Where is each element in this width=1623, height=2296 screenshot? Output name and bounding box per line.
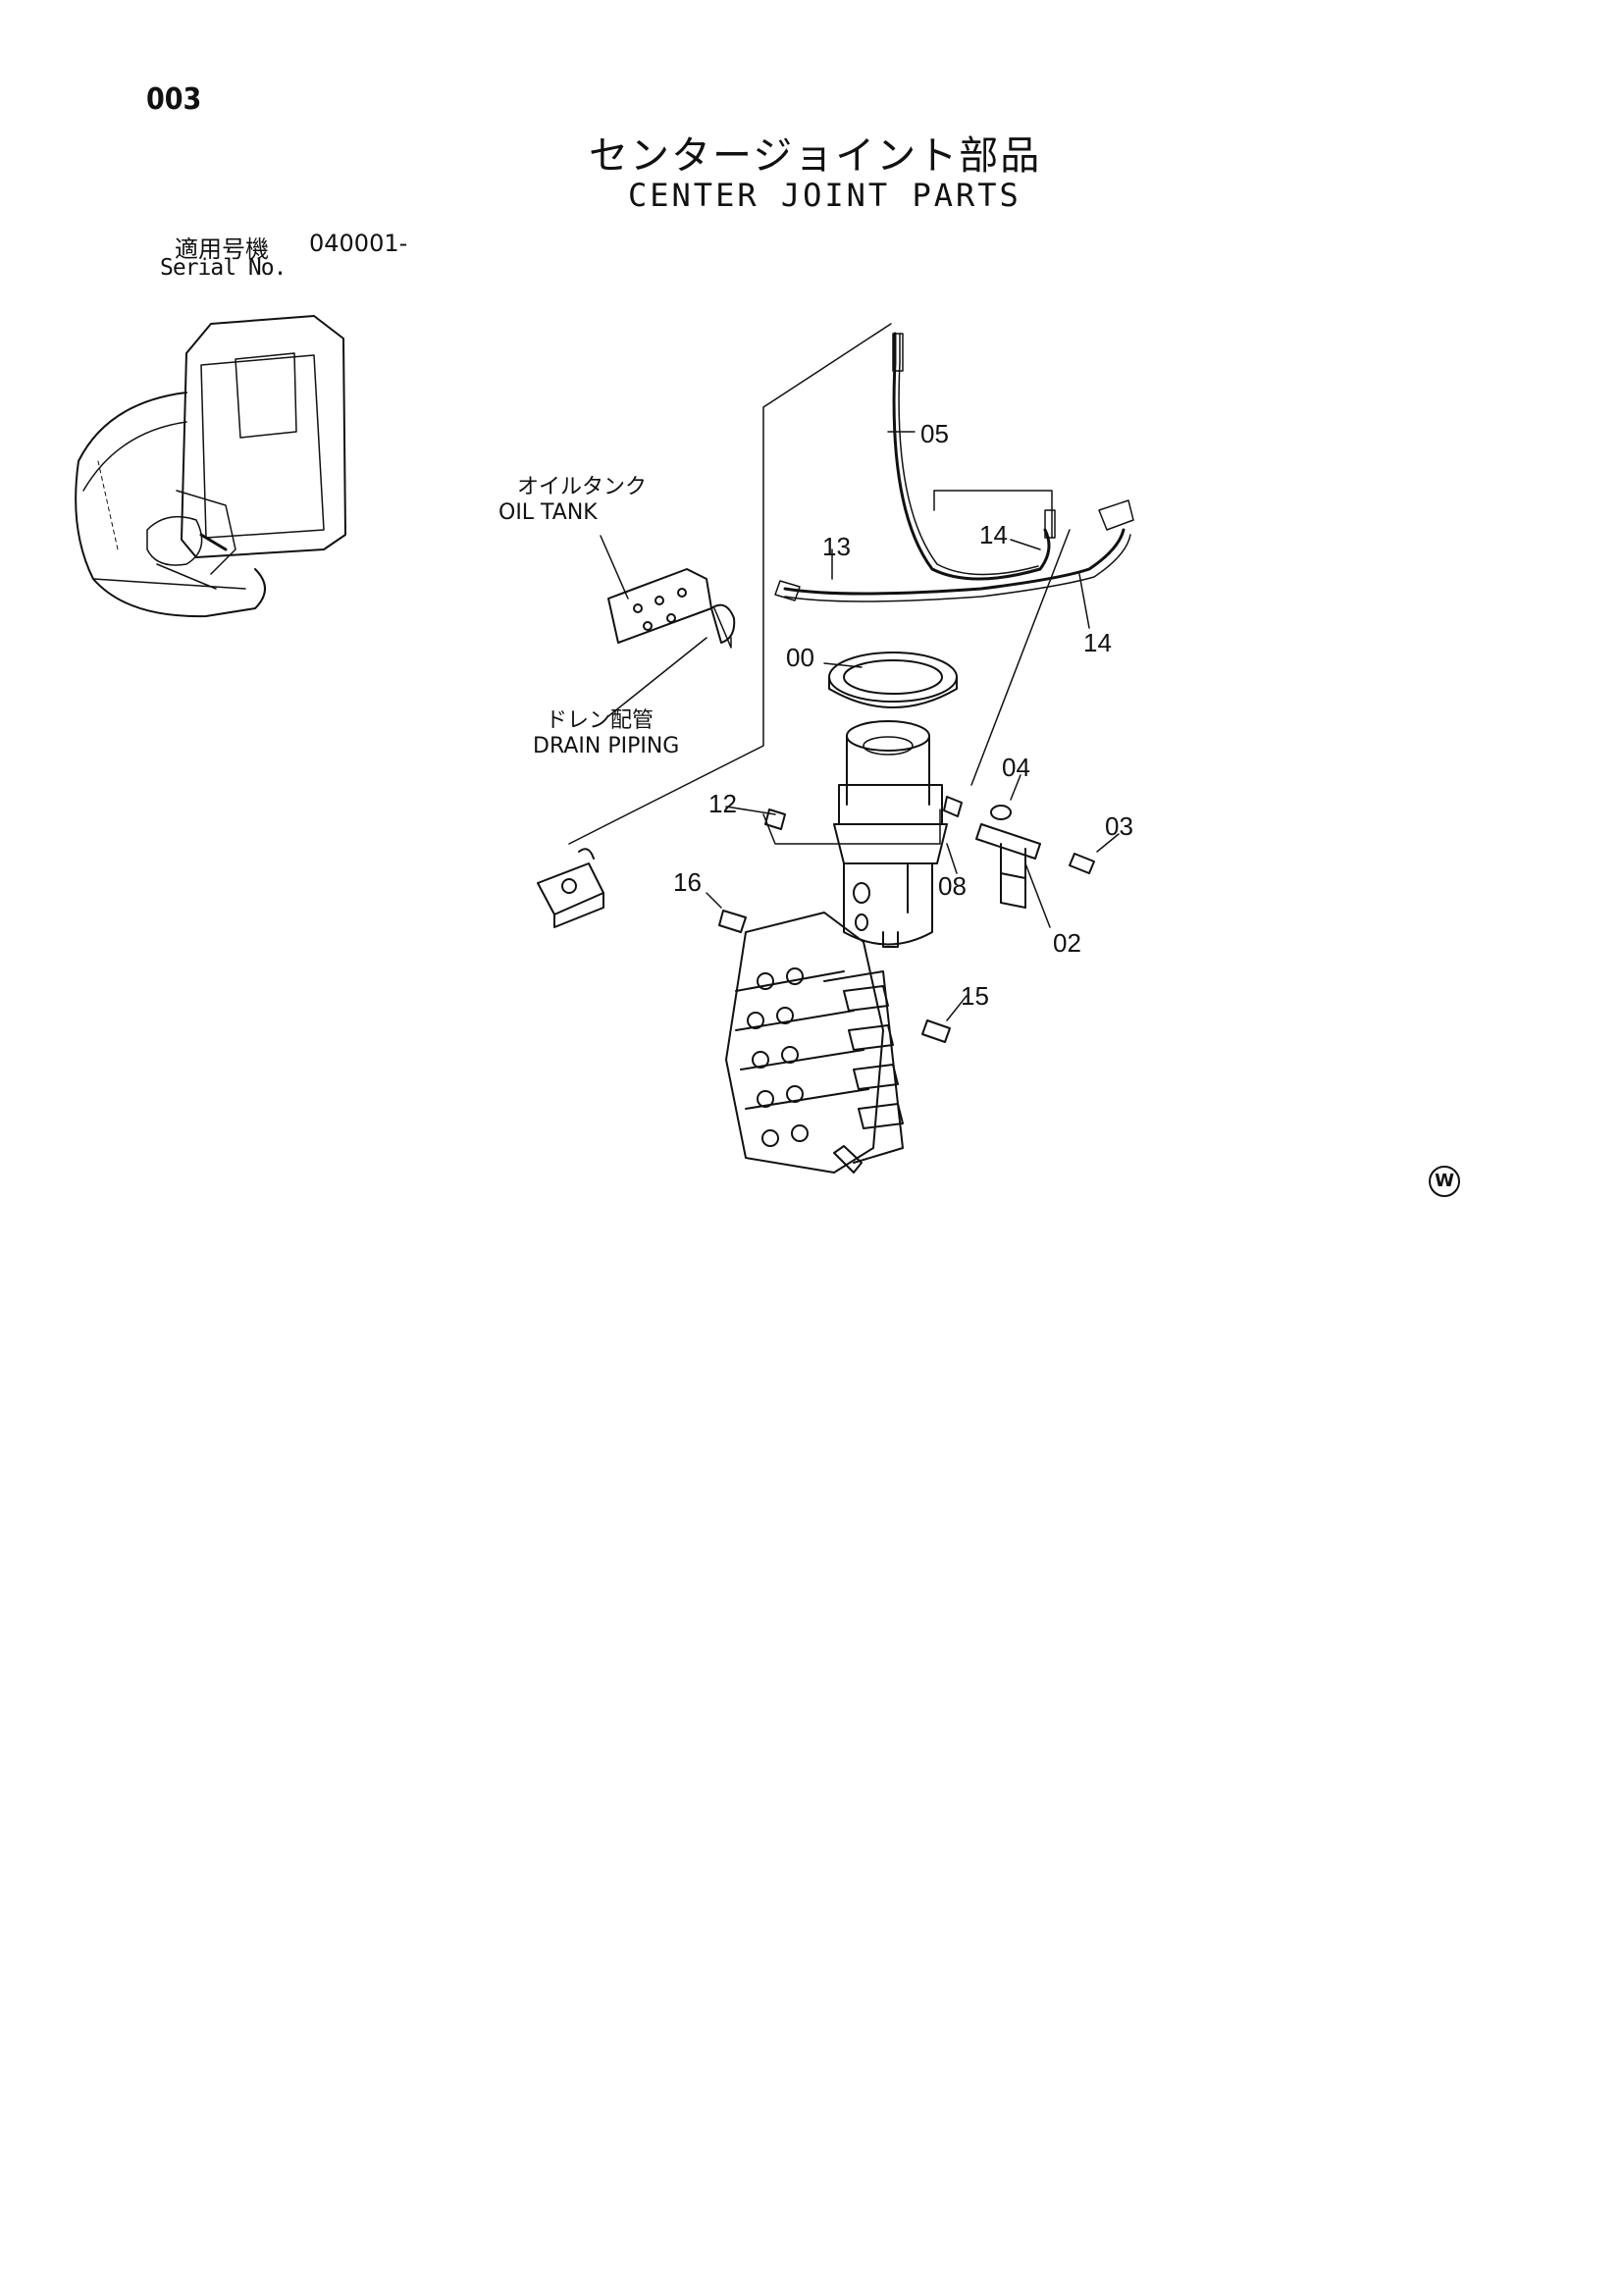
corner-w-mark: W <box>1429 1166 1460 1197</box>
drain-piping-label-japanese: ドレン配管 <box>546 708 654 733</box>
part-number-14-lower: 14 <box>1083 628 1112 657</box>
oil-tank-label-english: OIL TANK <box>498 500 598 525</box>
leader-lines <box>568 323 1120 1021</box>
part-number-08: 08 <box>938 871 967 901</box>
serial-number-value: 040001- <box>309 230 408 257</box>
part-number-05: 05 <box>920 419 949 448</box>
title-japanese: センタージョイント部品 <box>589 133 1042 179</box>
part-number-04: 04 <box>1002 753 1030 782</box>
serial-label-japanese: 適用号機 <box>175 235 269 263</box>
oil-tank-plate <box>607 568 736 644</box>
bracket-02 <box>975 805 1095 909</box>
fittings <box>718 796 963 1043</box>
drain-valve <box>537 848 604 928</box>
part-number-03: 03 <box>1105 811 1133 841</box>
title-english: CENTER JOINT PARTS <box>628 177 1021 214</box>
hoses <box>774 332 1134 602</box>
part-number-13: 13 <box>822 532 851 561</box>
drain-piping-label-english: DRAIN PIPING <box>533 734 680 758</box>
part-number-02: 02 <box>1053 928 1081 958</box>
excavator-overview-illustration <box>75 315 346 618</box>
seal-ring-00 <box>828 652 958 708</box>
part-number-16: 16 <box>673 867 702 897</box>
part-number-12: 12 <box>708 789 737 818</box>
oil-tank-label-japanese: オイルタンク <box>517 475 648 499</box>
control-valve-block <box>725 912 904 1174</box>
serial-label-english: Serial No. <box>160 255 287 281</box>
part-number-14-upper: 14 <box>979 520 1008 549</box>
center-joint-body <box>833 720 948 948</box>
part-number-15: 15 <box>961 981 989 1011</box>
part-number-00: 00 <box>786 643 814 672</box>
page-code: 003 <box>146 82 202 117</box>
